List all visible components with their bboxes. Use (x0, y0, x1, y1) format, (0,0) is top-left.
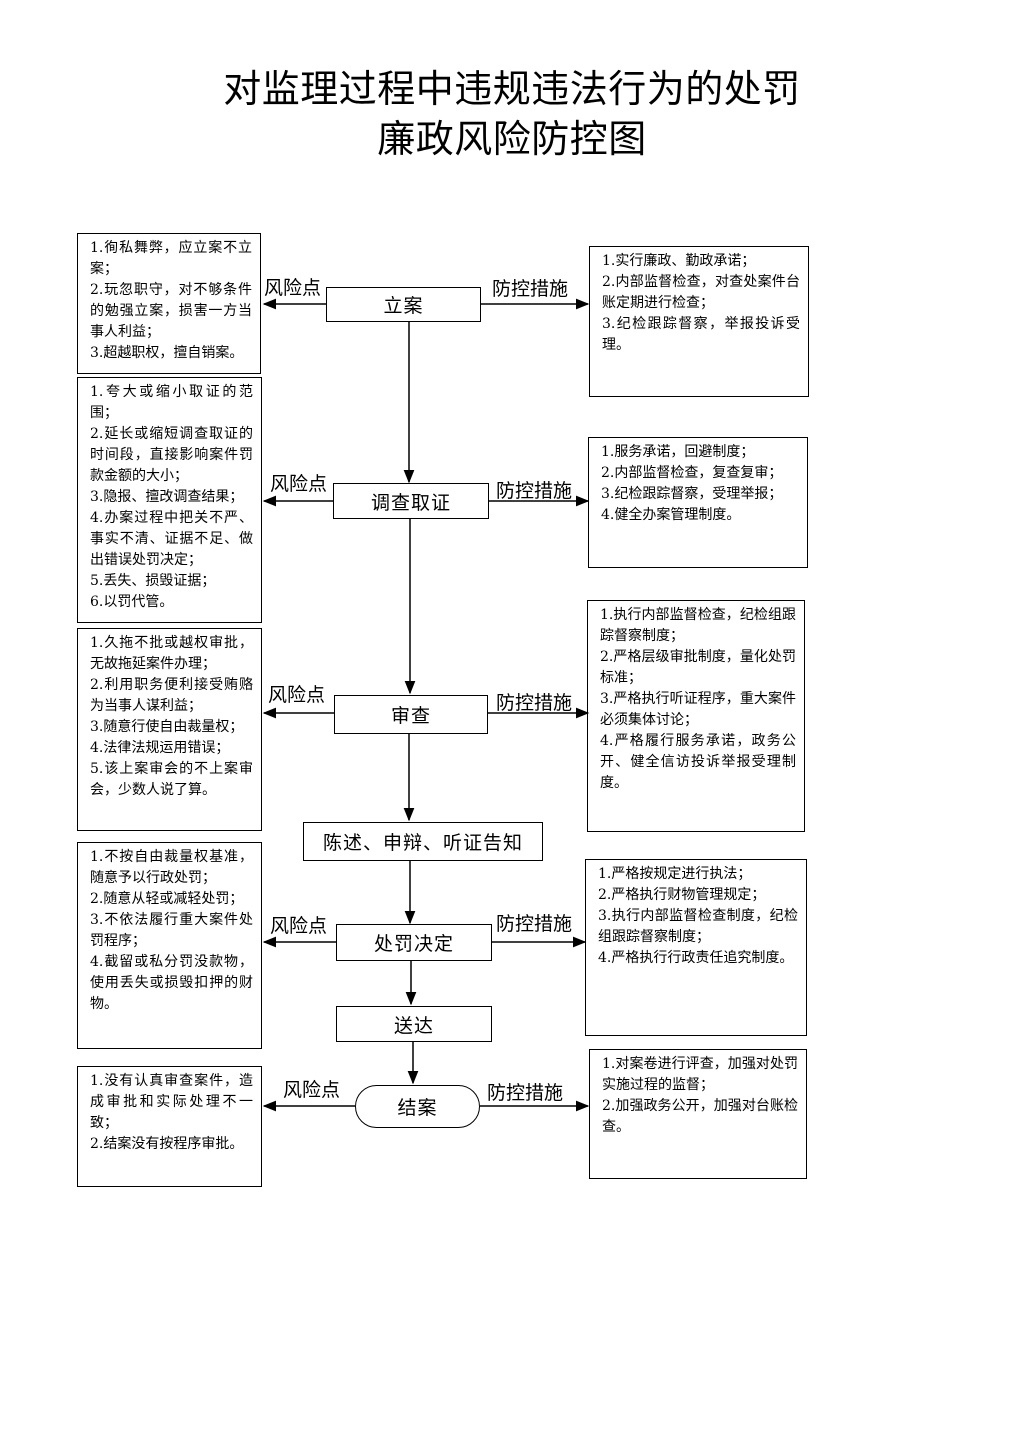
step-songda: 送达 (336, 1006, 492, 1042)
control-box-jiean: 1.对案卷进行评查，加强对处罚实施过程的监督； 2.加强政务公开，加强对台账检查… (589, 1049, 807, 1179)
control-item: 4.严格履行服务承诺，政务公开、健全信访投诉举报受理制度。 (600, 733, 796, 791)
control-label-1: 防控措施 (492, 278, 569, 300)
risk-item: 4.截留或私分罚没款物，使用丢失或损毁扣押的财物。 (90, 954, 253, 1012)
control-label-3: 防控措施 (496, 692, 573, 714)
step-chenshu-shenbian-tingzheng: 陈述、申辩、听证告知 (303, 822, 543, 861)
control-item: 1.执行内部监督检查，纪检组跟踪督察制度； (600, 607, 796, 644)
control-item: 2.严格层级审批制度，量化处罚标准； (600, 649, 796, 686)
control-box-chufa: 1.严格按规定进行执法； 2.严格执行财物管理规定； 3.执行内部监督检查制度，… (585, 859, 807, 1036)
control-box-lian: 1.实行廉政、勤政承诺； 2.内部监督检查，对查处案件台账定期进行检查； 3.纪… (589, 246, 809, 397)
step-chufa-jueding: 处罚决定 (336, 924, 492, 961)
risk-item: 1.夸大或缩小取证的范围； (90, 384, 253, 421)
control-label-2: 防控措施 (496, 480, 573, 502)
risk-box-jiean: 1.没有认真审查案件，造成审批和实际处理不一致； 2.结案没有按程序审批。 (77, 1066, 262, 1187)
risk-box-shencha: 1.久拖不批或越权审批，无故拖延案件办理； 2.利用职务便利接受贿赂为当事人谋利… (77, 628, 262, 831)
control-item: 2.严格执行财物管理规定； (598, 887, 766, 903)
control-item: 2.内部监督检查，复查复审； (601, 465, 783, 481)
step-lian: 立案 (326, 287, 481, 322)
page-title-line-2: 廉政风险防控图 (377, 117, 647, 161)
risk-label-5: 风险点 (283, 1079, 341, 1101)
risk-label-2: 风险点 (270, 473, 328, 495)
risk-box-chufa: 1.不按自由裁量权基准，随意予以行政处罚； 2.随意从轻或减轻处罚； 3.不依法… (77, 842, 262, 1049)
risk-item: 1.没有认真审查案件，造成审批和实际处理不一致； (90, 1073, 253, 1131)
control-box-shencha: 1.执行内部监督检查，纪检组跟踪督察制度； 2.严格层级审批制度，量化处罚标准；… (587, 600, 805, 832)
control-item: 4.健全办案管理制度。 (601, 507, 741, 523)
control-item: 3.执行内部监督检查制度，纪检组跟踪督察制度； (598, 908, 798, 945)
control-label-5: 防控措施 (487, 1082, 564, 1104)
risk-item: 2.延长或缩短调查取证的时间段，直接影响案件罚款金额的大小； (90, 426, 253, 484)
risk-item: 2.利用职务便利接受贿赂为当事人谋利益； (90, 677, 253, 714)
risk-item: 2.随意从轻或减轻处罚； (90, 891, 244, 907)
risk-item: 3.超越职权，擅自销案。 (90, 345, 244, 361)
control-item: 2.内部监督检查，对查处案件台账定期进行检查； (602, 274, 800, 311)
risk-label-1: 风险点 (264, 277, 322, 299)
risk-item: 1.不按自由裁量权基准，随意予以行政处罚； (90, 849, 253, 886)
control-box-diaocha: 1.服务承诺，回避制度； 2.内部监督检查，复查复审； 3.纪检跟踪督察，受理举… (588, 437, 808, 568)
risk-item: 2.结案没有按程序审批。 (90, 1136, 244, 1152)
risk-item: 5.该上案审会的不上案审会，少数人说了算。 (90, 761, 253, 798)
risk-item: 6.以罚代管。 (90, 594, 174, 610)
step-shencha: 审查 (334, 695, 488, 734)
control-item: 1.服务承诺，回避制度； (601, 444, 755, 460)
risk-item: 3.随意行使自由裁量权； (90, 719, 244, 735)
control-item: 3.严格执行听证程序，重大案件必须集体讨论； (600, 691, 796, 728)
risk-item: 4.办案过程中把关不严、事实不清、证据不足、做出错误处罚决定； (90, 510, 253, 568)
risk-item: 5.丢失、损毁证据； (90, 573, 216, 589)
control-item: 4.严格执行行政责任追究制度。 (598, 950, 794, 966)
control-item: 3.纪检跟踪督察，受理举报； (601, 486, 783, 502)
control-item: 2.加强政务公开，加强对台账检查。 (602, 1098, 798, 1135)
risk-box-lian: 1.徇私舞弊，应立案不立案； 2.玩忽职守，对不够条件的勉强立案，损害一方当事人… (77, 233, 261, 374)
risk-item: 2.玩忽职守，对不够条件的勉强立案，损害一方当事人利益； (90, 282, 252, 340)
step-jiean: 结案 (355, 1085, 480, 1128)
risk-item: 3.不依法履行重大案件处罚程序； (90, 912, 253, 949)
risk-label-4: 风险点 (270, 915, 328, 937)
risk-label-3: 风险点 (268, 684, 326, 706)
control-item: 3.纪检跟踪督察，举报投诉受理。 (602, 316, 800, 353)
page-title-line-1: 对监理过程中违规违法行为的处罚 (223, 67, 801, 111)
control-item: 1.严格按规定进行执法； (598, 866, 752, 882)
step-diaocha-quzheng: 调查取证 (333, 483, 489, 519)
risk-item: 3.隐报、擅改调查结果； (90, 489, 244, 505)
control-label-4: 防控措施 (496, 913, 573, 935)
risk-item: 1.久拖不批或越权审批，无故拖延案件办理； (90, 635, 253, 672)
control-item: 1.实行廉政、勤政承诺； (602, 253, 756, 269)
risk-box-diaocha: 1.夸大或缩小取证的范围； 2.延长或缩短调查取证的时间段，直接影响案件罚款金额… (77, 377, 262, 623)
control-item: 1.对案卷进行评查，加强对处罚实施过程的监督； (602, 1056, 798, 1093)
risk-item: 1.徇私舞弊，应立案不立案； (90, 240, 252, 277)
risk-item: 4.法律法规运用错误； (90, 740, 230, 756)
